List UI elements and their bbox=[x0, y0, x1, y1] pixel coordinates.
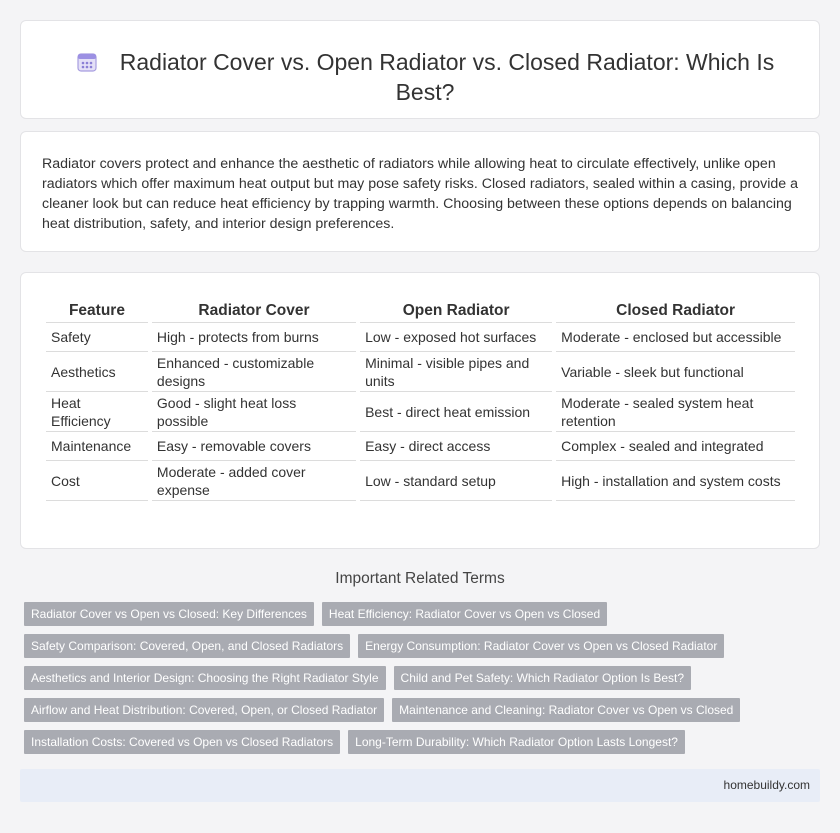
related-term-link[interactable]: Installation Costs: Covered vs Open vs C… bbox=[24, 730, 341, 754]
related-term-link[interactable]: Safety Comparison: Covered, Open, and Cl… bbox=[24, 634, 351, 658]
table-cell: Easy - direct access bbox=[360, 432, 553, 461]
table-cell: Aesthetics bbox=[46, 352, 148, 392]
table-cell: Easy - removable covers bbox=[151, 432, 357, 461]
header-radiator-cover: Radiator Cover bbox=[151, 295, 357, 323]
related-term-link[interactable]: Long-Term Durability: Which Radiator Opt… bbox=[348, 730, 685, 754]
comparison-table: Feature Radiator Cover Open Radiator Clo… bbox=[42, 295, 799, 501]
table-cell: Enhanced - customizable designs bbox=[151, 352, 357, 392]
header-feature: Feature bbox=[46, 295, 148, 323]
calendar-icon bbox=[77, 53, 97, 72]
related-term-link[interactable]: Maintenance and Cleaning: Radiator Cover… bbox=[392, 698, 741, 722]
related-term-link[interactable]: Airflow and Heat Distribution: Covered, … bbox=[24, 698, 385, 722]
related-term-link[interactable]: Aesthetics and Interior Design: Choosing… bbox=[24, 666, 386, 690]
table-cell: Heat Efficiency bbox=[46, 392, 148, 432]
table-cell: Best - direct heat emission bbox=[360, 392, 553, 432]
header-closed-radiator: Closed Radiator bbox=[556, 295, 795, 323]
table-header-row: Feature Radiator Cover Open Radiator Clo… bbox=[46, 295, 795, 323]
related-term-link[interactable]: Energy Consumption: Radiator Cover vs Op… bbox=[358, 634, 725, 658]
table-row: Heat Efficiency Good - slight heat loss … bbox=[46, 392, 795, 432]
table-cell: High - installation and system costs bbox=[556, 461, 795, 501]
comparison-card: Feature Radiator Cover Open Radiator Clo… bbox=[20, 272, 820, 549]
table-cell: Moderate - added cover expense bbox=[151, 461, 357, 501]
table-cell: Low - standard setup bbox=[360, 461, 553, 501]
table-cell: Maintenance bbox=[46, 432, 148, 461]
table-cell: Moderate - enclosed but accessible bbox=[556, 323, 795, 352]
table-row: Cost Moderate - added cover expense Low … bbox=[46, 461, 795, 501]
related-term-link[interactable]: Radiator Cover vs Open vs Closed: Key Di… bbox=[24, 602, 314, 626]
footer-bar: homebuildy.com bbox=[20, 769, 820, 802]
table-row: Safety High - protects from burns Low - … bbox=[46, 323, 795, 352]
footer-site-link[interactable]: homebuildy.com bbox=[723, 778, 810, 792]
table-cell: Safety bbox=[46, 323, 148, 352]
table-cell: High - protects from burns bbox=[151, 323, 357, 352]
page-title: Radiator Cover vs. Open Radiator vs. Clo… bbox=[61, 47, 789, 107]
related-terms-title: Important Related Terms bbox=[335, 570, 505, 587]
related-term-link[interactable]: Child and Pet Safety: Which Radiator Opt… bbox=[393, 666, 692, 690]
table-cell: Cost bbox=[46, 461, 148, 501]
table-cell: Moderate - sealed system heat retention bbox=[556, 392, 795, 432]
table-cell: Complex - sealed and integrated bbox=[556, 432, 795, 461]
intro-card: Radiator covers protect and enhance the … bbox=[20, 131, 820, 252]
table-cell: Variable - sleek but functional bbox=[556, 352, 795, 392]
related-terms-list: Radiator Cover vs Open vs Closed: Key Di… bbox=[24, 602, 824, 762]
table-cell: Low - exposed hot surfaces bbox=[360, 323, 553, 352]
table-cell: Minimal - visible pipes and units bbox=[360, 352, 553, 392]
table-cell: Good - slight heat loss possible bbox=[151, 392, 357, 432]
intro-text: Radiator covers protect and enhance the … bbox=[42, 156, 798, 232]
header-open-radiator: Open Radiator bbox=[360, 295, 553, 323]
related-term-link[interactable]: Heat Efficiency: Radiator Cover vs Open … bbox=[321, 602, 608, 626]
table-row: Maintenance Easy - removable covers Easy… bbox=[46, 432, 795, 461]
table-row: Aesthetics Enhanced - customizable desig… bbox=[46, 352, 795, 392]
header-card: Radiator Cover vs. Open Radiator vs. Clo… bbox=[20, 20, 820, 119]
page-title-text: Radiator Cover vs. Open Radiator vs. Clo… bbox=[119, 49, 775, 105]
